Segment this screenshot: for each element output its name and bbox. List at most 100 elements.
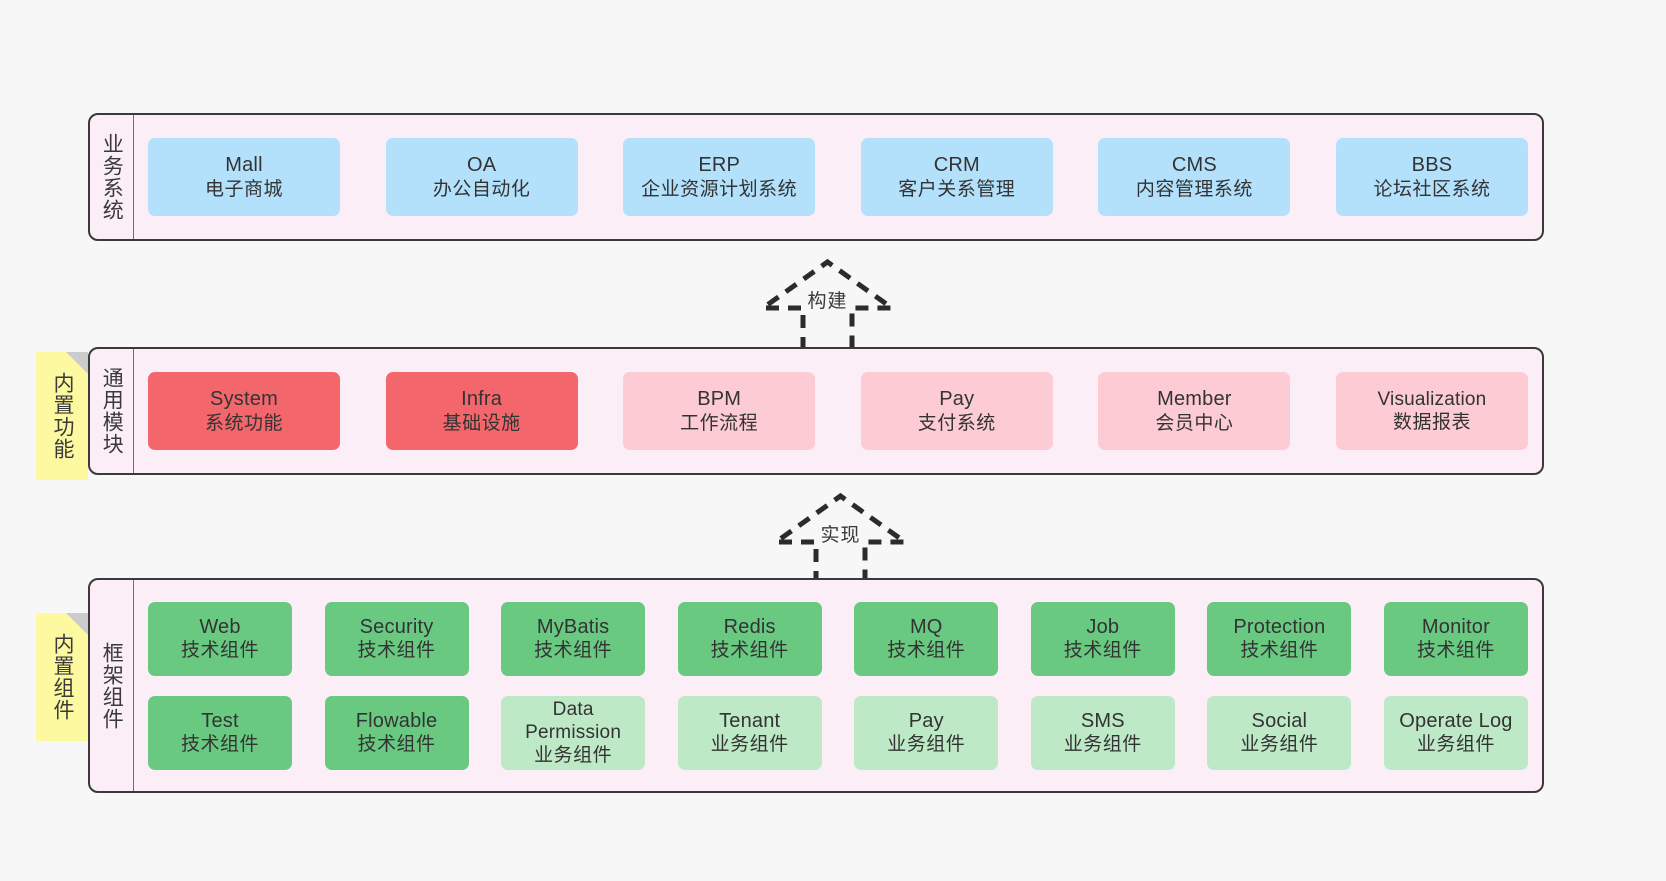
card-title-en: System: [210, 388, 278, 411]
card-title-cn: 业务组件: [534, 745, 613, 767]
note-fold-icon: [66, 352, 88, 374]
card-title-en: MQ: [909, 615, 943, 638]
card-title-cn: 技术组件: [357, 734, 436, 756]
card-title-en: Mall: [225, 154, 263, 177]
card-title-en: Operate Log: [1399, 709, 1513, 732]
card-title-en: SMS: [1080, 709, 1125, 732]
card-title-en: Web: [199, 615, 241, 638]
card-title-en: Monitor: [1421, 615, 1490, 638]
card-title-en: Pay: [908, 709, 944, 732]
layer-components-label: 框架组件: [90, 580, 134, 791]
card-title-cn: 技术组件: [180, 640, 259, 662]
card-title-cn: 企业资源计划系统: [641, 178, 798, 200]
implement-arrow-icon: [768, 492, 913, 584]
card-title-cn: 数据报表: [1392, 412, 1471, 433]
layer-business-label: 业务系统: [90, 115, 134, 239]
card-title-en: MyBatis: [536, 615, 610, 638]
connector-arrow-implement: 实现: [768, 492, 913, 584]
card-title-en: Member: [1157, 388, 1232, 411]
card-title-cn: 系统功能: [204, 412, 283, 434]
card-title-cn: 内容管理系统: [1135, 178, 1253, 200]
card-title-en: Flowable: [355, 709, 438, 732]
card-title-en: CMS: [1171, 154, 1217, 177]
card-title-en: Social: [1251, 709, 1308, 732]
card-title-en: Tenant: [719, 709, 781, 732]
card-title-en: CRM: [933, 154, 980, 177]
sticky-note-builtin-components-label: 内置组件: [50, 633, 74, 721]
card-title-cn: 技术组件: [534, 640, 613, 662]
card-title-cn: 技术组件: [887, 640, 966, 662]
layer-modules-label: 通用模块: [90, 349, 134, 473]
card-title-en: BPM: [697, 388, 742, 411]
card-title-en: Redis: [723, 615, 776, 638]
card-title-cn: 技术组件: [1240, 640, 1319, 662]
card-title-cn: 支付系统: [917, 412, 996, 434]
card-title-cn: 业务组件: [1063, 734, 1142, 756]
card-title-en: Security: [359, 615, 434, 638]
card-title-cn: 业务组件: [710, 734, 789, 756]
build-arrow-icon: [755, 258, 900, 350]
card-title-cn: 基础设施: [442, 412, 521, 434]
card-title-en: Job: [1086, 615, 1120, 638]
card-title-cn: 技术组件: [1063, 640, 1142, 662]
card-title-en: Visualization: [1377, 388, 1487, 410]
card-title-cn: 论坛社区系统: [1373, 178, 1491, 200]
card-title-cn: 工作流程: [680, 412, 759, 434]
card-title-cn: 电子商城: [204, 178, 283, 200]
sticky-note-builtin-components: 内置组件: [36, 613, 88, 741]
card-title-en: Test: [201, 709, 239, 732]
card-title-cn: 会员中心: [1155, 412, 1234, 434]
card-title-cn: 业务组件: [1240, 734, 1319, 756]
card-title-cn: 技术组件: [710, 640, 789, 662]
card-title-en: Pay: [939, 388, 975, 411]
card-title-en: Data Permission: [525, 698, 622, 743]
card-title-en: BBS: [1411, 154, 1453, 177]
card-title-cn: 业务组件: [887, 734, 966, 756]
card-title-cn: 技术组件: [357, 640, 436, 662]
card-title-cn: 业务组件: [1416, 734, 1495, 756]
connector-implement-label: 实现: [820, 525, 861, 546]
card-title-en: Protection: [1233, 615, 1326, 638]
card-title-cn: 办公自动化: [432, 178, 531, 200]
card-title-en: OA: [466, 154, 497, 177]
note-fold-icon: [66, 613, 88, 635]
sticky-note-builtin-features-label: 内置功能: [50, 372, 74, 460]
